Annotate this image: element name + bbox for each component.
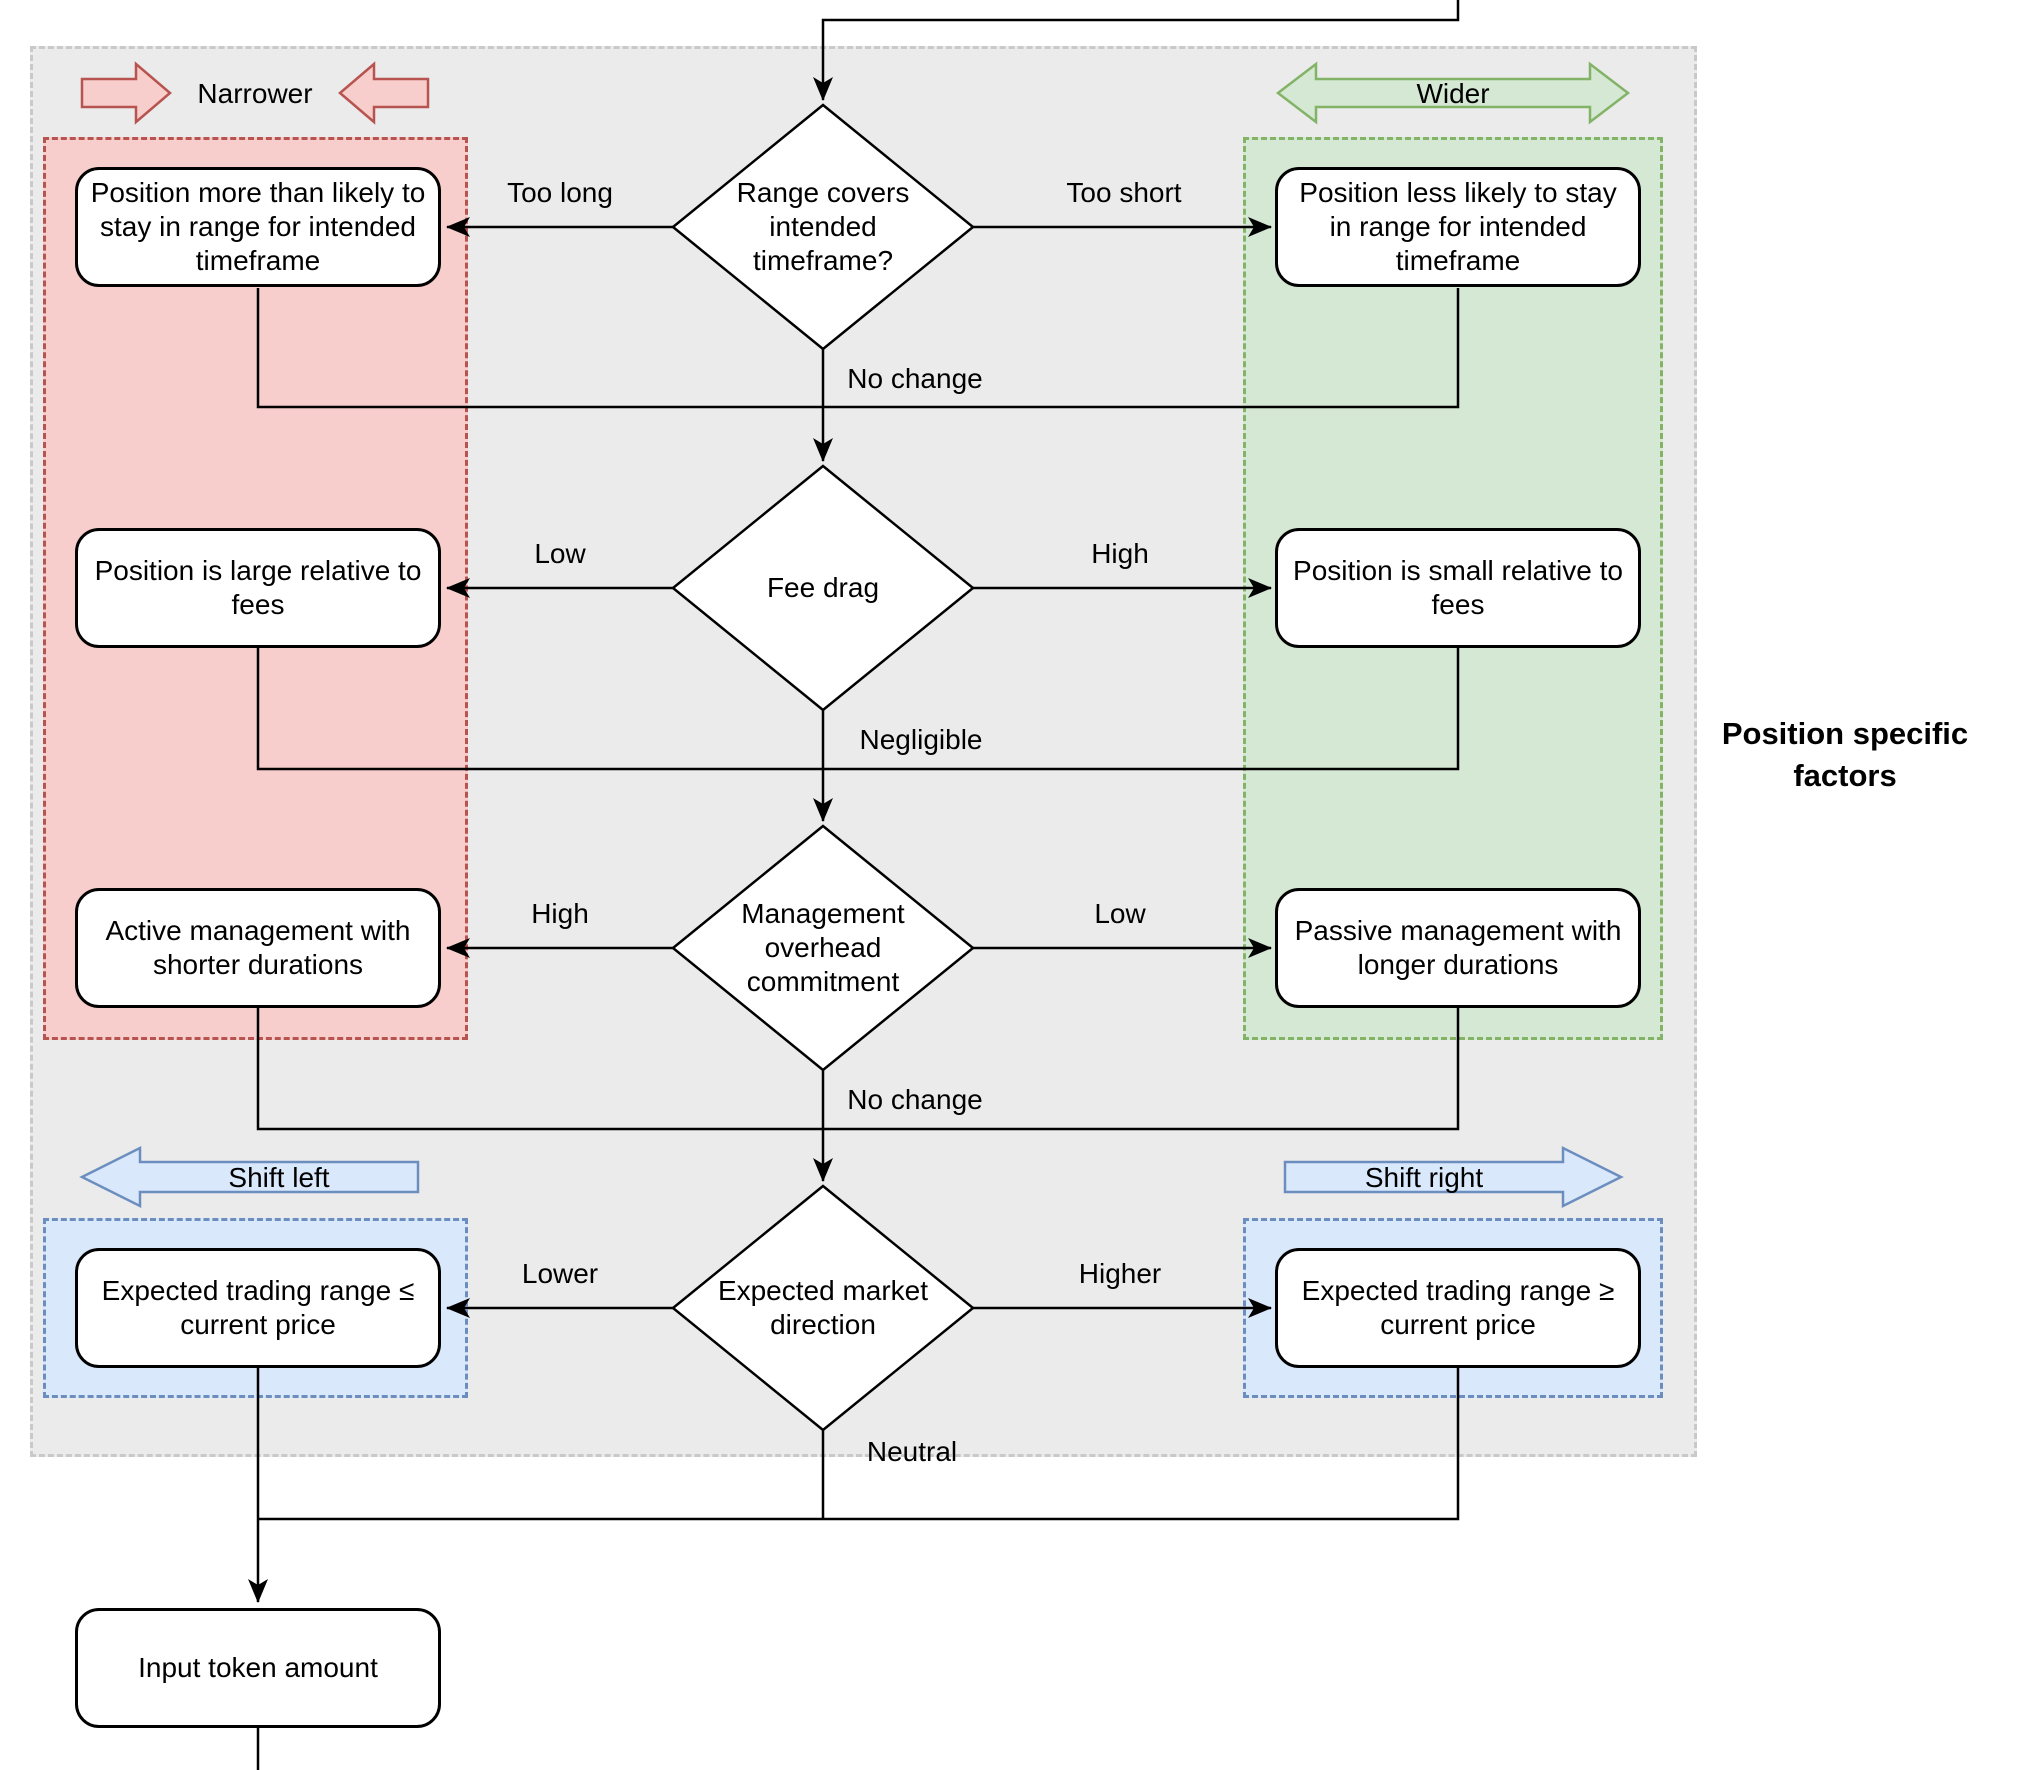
edge-label-higher: Higher xyxy=(1078,1258,1162,1289)
wider-banner-label: Wider xyxy=(1416,78,1490,109)
node-large-relative-to-fees: Position is large relative to fees xyxy=(75,528,441,648)
edge-label-low-mgmt: Low xyxy=(1094,898,1146,929)
edge-label-lower: Lower xyxy=(521,1258,599,1289)
edge-label-too-long: Too long xyxy=(507,177,613,208)
edge-label-negligible: Negligible xyxy=(859,724,983,755)
edge-label-high-mgmt: High xyxy=(531,898,589,929)
node-passive-management: Passive management with longer durations xyxy=(1275,888,1641,1008)
node-less-likely-in-range: Position less likely to stay in range fo… xyxy=(1275,167,1641,287)
node-stay-in-range: Position more than likely to stay in ran… xyxy=(75,167,441,287)
decision-label-management-overhead: Management overhead commitment xyxy=(741,897,905,998)
edge-label-low-fee: Low xyxy=(534,538,586,569)
decision-label-market-direction: Expected market direction xyxy=(717,1274,929,1340)
node-range-below-price: Expected trading range ≤ current price xyxy=(75,1248,441,1368)
edge-label-too-short: Too short xyxy=(1066,177,1182,208)
node-range-above-price: Expected trading range ≥ current price xyxy=(1275,1248,1641,1368)
edge-label-no-change-2: No change xyxy=(847,1084,983,1115)
node-small-relative-to-fees: Position is small relative to fees xyxy=(1275,528,1641,648)
shift-right-banner-label: Shift right xyxy=(1364,1162,1484,1193)
edge-label-no-change-1: No change xyxy=(847,363,983,394)
node-active-management: Active management with shorter durations xyxy=(75,888,441,1008)
decision-label-range-covers: Range covers intended timeframe? xyxy=(736,176,910,277)
edge-label-neutral: Neutral xyxy=(866,1436,958,1467)
shift-left-banner-label: Shift left xyxy=(228,1162,330,1193)
narrower-banner-label: Narrower xyxy=(197,78,313,109)
decision-label-fee-drag: Fee drag xyxy=(766,571,880,603)
edge-label-high-fee: High xyxy=(1091,538,1149,569)
position-specific-factors-note: Position specific factors xyxy=(1721,716,1969,793)
node-input-token-amount: Input token amount xyxy=(75,1608,441,1728)
